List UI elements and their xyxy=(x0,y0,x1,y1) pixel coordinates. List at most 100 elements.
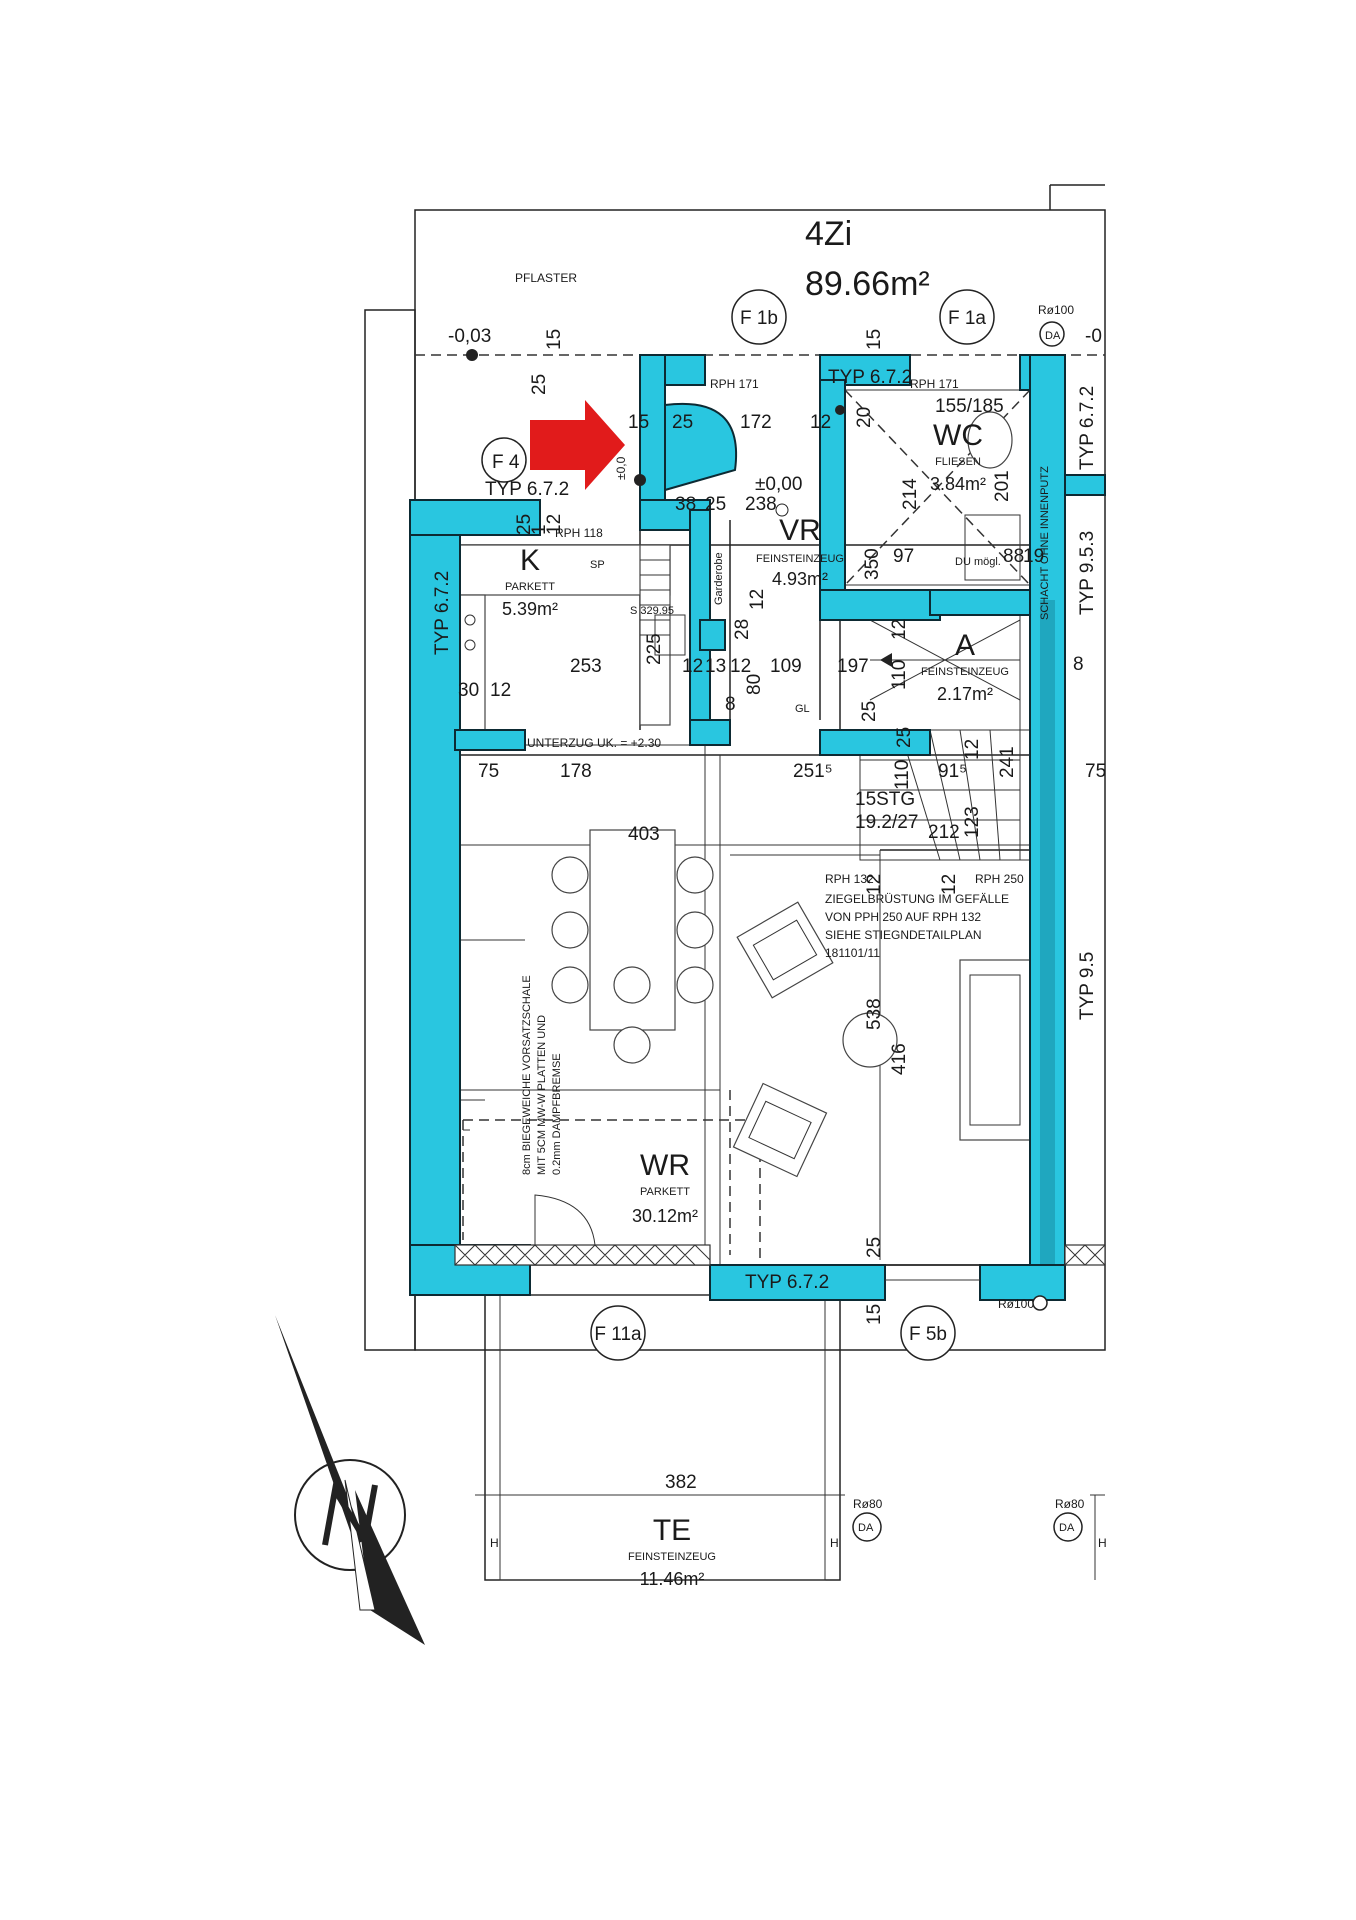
dimension-labels: 25 15 15 15 25 172 12 20 38 25 238 214 2… xyxy=(458,329,1106,1493)
dim-13: 13 xyxy=(705,656,726,677)
dim-251-a: 25 xyxy=(514,514,535,535)
dim-75: 75 xyxy=(478,761,499,782)
brustung-line-2: VON PPH 250 AUF RPH 132 xyxy=(825,910,981,924)
wall-type-top-mid: TYP 6.7.2 xyxy=(828,367,912,388)
window-f1a-label: F 1a xyxy=(948,308,986,329)
drain-da-a: DA xyxy=(1045,330,1061,342)
dim-91: 91⁵ xyxy=(938,761,967,782)
dim-1-a: 1 xyxy=(529,524,550,535)
room-te-name: TE xyxy=(653,1514,691,1547)
drain-r80-left: Rø80 xyxy=(853,1497,883,1511)
dim-12-d: 12 xyxy=(747,589,768,610)
dim-15-top: 15 xyxy=(544,329,565,350)
dim-8: 8 xyxy=(725,694,736,715)
entrance-arrow-icon xyxy=(530,400,625,490)
level-entry: ±0,00 xyxy=(755,474,802,495)
dim-214: 214 xyxy=(900,478,921,510)
room-wr-area: 30.12m² xyxy=(632,1206,698,1226)
sp-label: SP xyxy=(590,559,605,571)
drain-r80-right: Rø80 xyxy=(1055,1497,1085,1511)
dim-25-top: 25 xyxy=(529,374,550,395)
dim-12-wc: 12 xyxy=(810,412,831,433)
dim-75-r: 75 xyxy=(1085,761,1106,782)
room-k-name: K xyxy=(520,544,540,577)
dim-15-top2: 15 xyxy=(864,329,885,350)
dim-350: 350 xyxy=(862,548,883,580)
dim-416: 416 xyxy=(889,1043,910,1075)
room-a-name: A xyxy=(955,629,975,662)
garderobe-label: Garderobe xyxy=(713,552,725,605)
dim-25-b: 25 xyxy=(705,494,726,515)
h-marker-right: H xyxy=(830,1536,839,1550)
dim-178: 178 xyxy=(560,761,592,782)
dim-225: 225 xyxy=(644,633,665,665)
drain-r100-bottom: Rø100 xyxy=(998,1297,1034,1311)
terrace xyxy=(475,1294,1105,1581)
room-a-area: 2.17m² xyxy=(937,684,993,704)
north-compass-icon xyxy=(275,1315,425,1645)
dim-30: 30 xyxy=(458,680,479,701)
room-k-area: 5.39m² xyxy=(502,599,558,619)
rph118: RPH 118 xyxy=(555,526,603,540)
dim-241: 241 xyxy=(997,746,1018,778)
dim-12-l: 12 xyxy=(864,874,885,895)
dim-110: 110 xyxy=(889,660,910,690)
wall-type-right-low: TYP 9.5 xyxy=(1077,952,1098,1020)
window-markers xyxy=(481,289,995,1361)
dim-25-entry: 25 xyxy=(672,412,693,433)
dim-19: 19 xyxy=(1023,546,1044,567)
brustung-line-4: 181101/11 xyxy=(825,946,880,960)
dim-538: 538 xyxy=(864,998,885,1030)
dim-197: 197 xyxy=(837,656,869,677)
living-furniture xyxy=(732,901,1031,1178)
gl-label: GL xyxy=(795,703,810,715)
dim-172: 172 xyxy=(740,412,772,433)
wc-dim-label: 155/185 xyxy=(935,396,1004,417)
window-f4-label: F 4 xyxy=(492,452,520,473)
entry-door xyxy=(664,402,738,492)
rph250: RPH 250 xyxy=(975,872,1024,886)
wall-type-right-top: TYP 6.7.2 xyxy=(1077,386,1098,470)
dim-12-s: 12 xyxy=(962,739,983,760)
dim-20: 20 xyxy=(854,407,875,428)
brustung-line-3: SIEHE STIEGNDETAILPLAN xyxy=(825,928,982,942)
dim-12-k: 12 xyxy=(490,680,511,701)
dim-238: 238 xyxy=(745,494,777,515)
unterzug-label: UNTERZUG UK. = +2.30 xyxy=(527,736,661,750)
dim-201: 201 xyxy=(992,470,1013,502)
dim-123: 123 xyxy=(962,806,983,838)
dim-12-a: 12 xyxy=(544,514,565,535)
wr-door xyxy=(534,1194,596,1246)
drain-markers xyxy=(466,321,1083,1542)
dim-12-l2: 12 xyxy=(939,874,960,895)
drain-da-c: DA xyxy=(1059,1522,1075,1534)
drain-r100-top: Rø100 xyxy=(1038,303,1074,317)
labels: 4Zi 89.66m² PFLASTER F 1b F 1a F 4 F 11a… xyxy=(432,215,1107,1589)
dim-251-5: 251⁵ xyxy=(793,761,833,782)
dim-212: 212 xyxy=(928,822,960,843)
vorsatz-line-1: 8cm BIEGEWEICHE VORSATZSCHALE xyxy=(521,975,533,1175)
dim-80: 80 xyxy=(744,674,765,695)
window-strips xyxy=(454,1244,1106,1281)
level-entry-step: ±0,0 xyxy=(614,456,628,480)
dim-88: 88 xyxy=(1003,546,1024,567)
paving-label: PFLASTER xyxy=(515,271,577,285)
rph171-b: RPH 171 xyxy=(910,377,959,391)
dining-set xyxy=(551,829,714,1064)
dim-97: 97 xyxy=(893,546,914,567)
unit-name: 4Zi xyxy=(805,215,852,253)
shaft-note: SCHACHT OHNE INNENPUTZ xyxy=(1039,466,1051,620)
room-wc-name: WC xyxy=(933,419,983,452)
level-outside: -0,03 xyxy=(448,326,491,347)
dim-382: 382 xyxy=(665,1472,697,1493)
level-outside-right: -0 xyxy=(1085,326,1102,347)
site-outline xyxy=(364,184,1106,1351)
h-marker-far: H xyxy=(1098,1536,1107,1550)
unit-area: 89.66m² xyxy=(805,265,930,303)
dim-25-s: 25 xyxy=(859,701,880,722)
walls xyxy=(409,354,1106,1301)
h-marker-left: H xyxy=(490,1536,499,1550)
window-f5b-label: F 5b xyxy=(909,1324,947,1345)
shower-note: DU mögl. xyxy=(955,556,1001,568)
